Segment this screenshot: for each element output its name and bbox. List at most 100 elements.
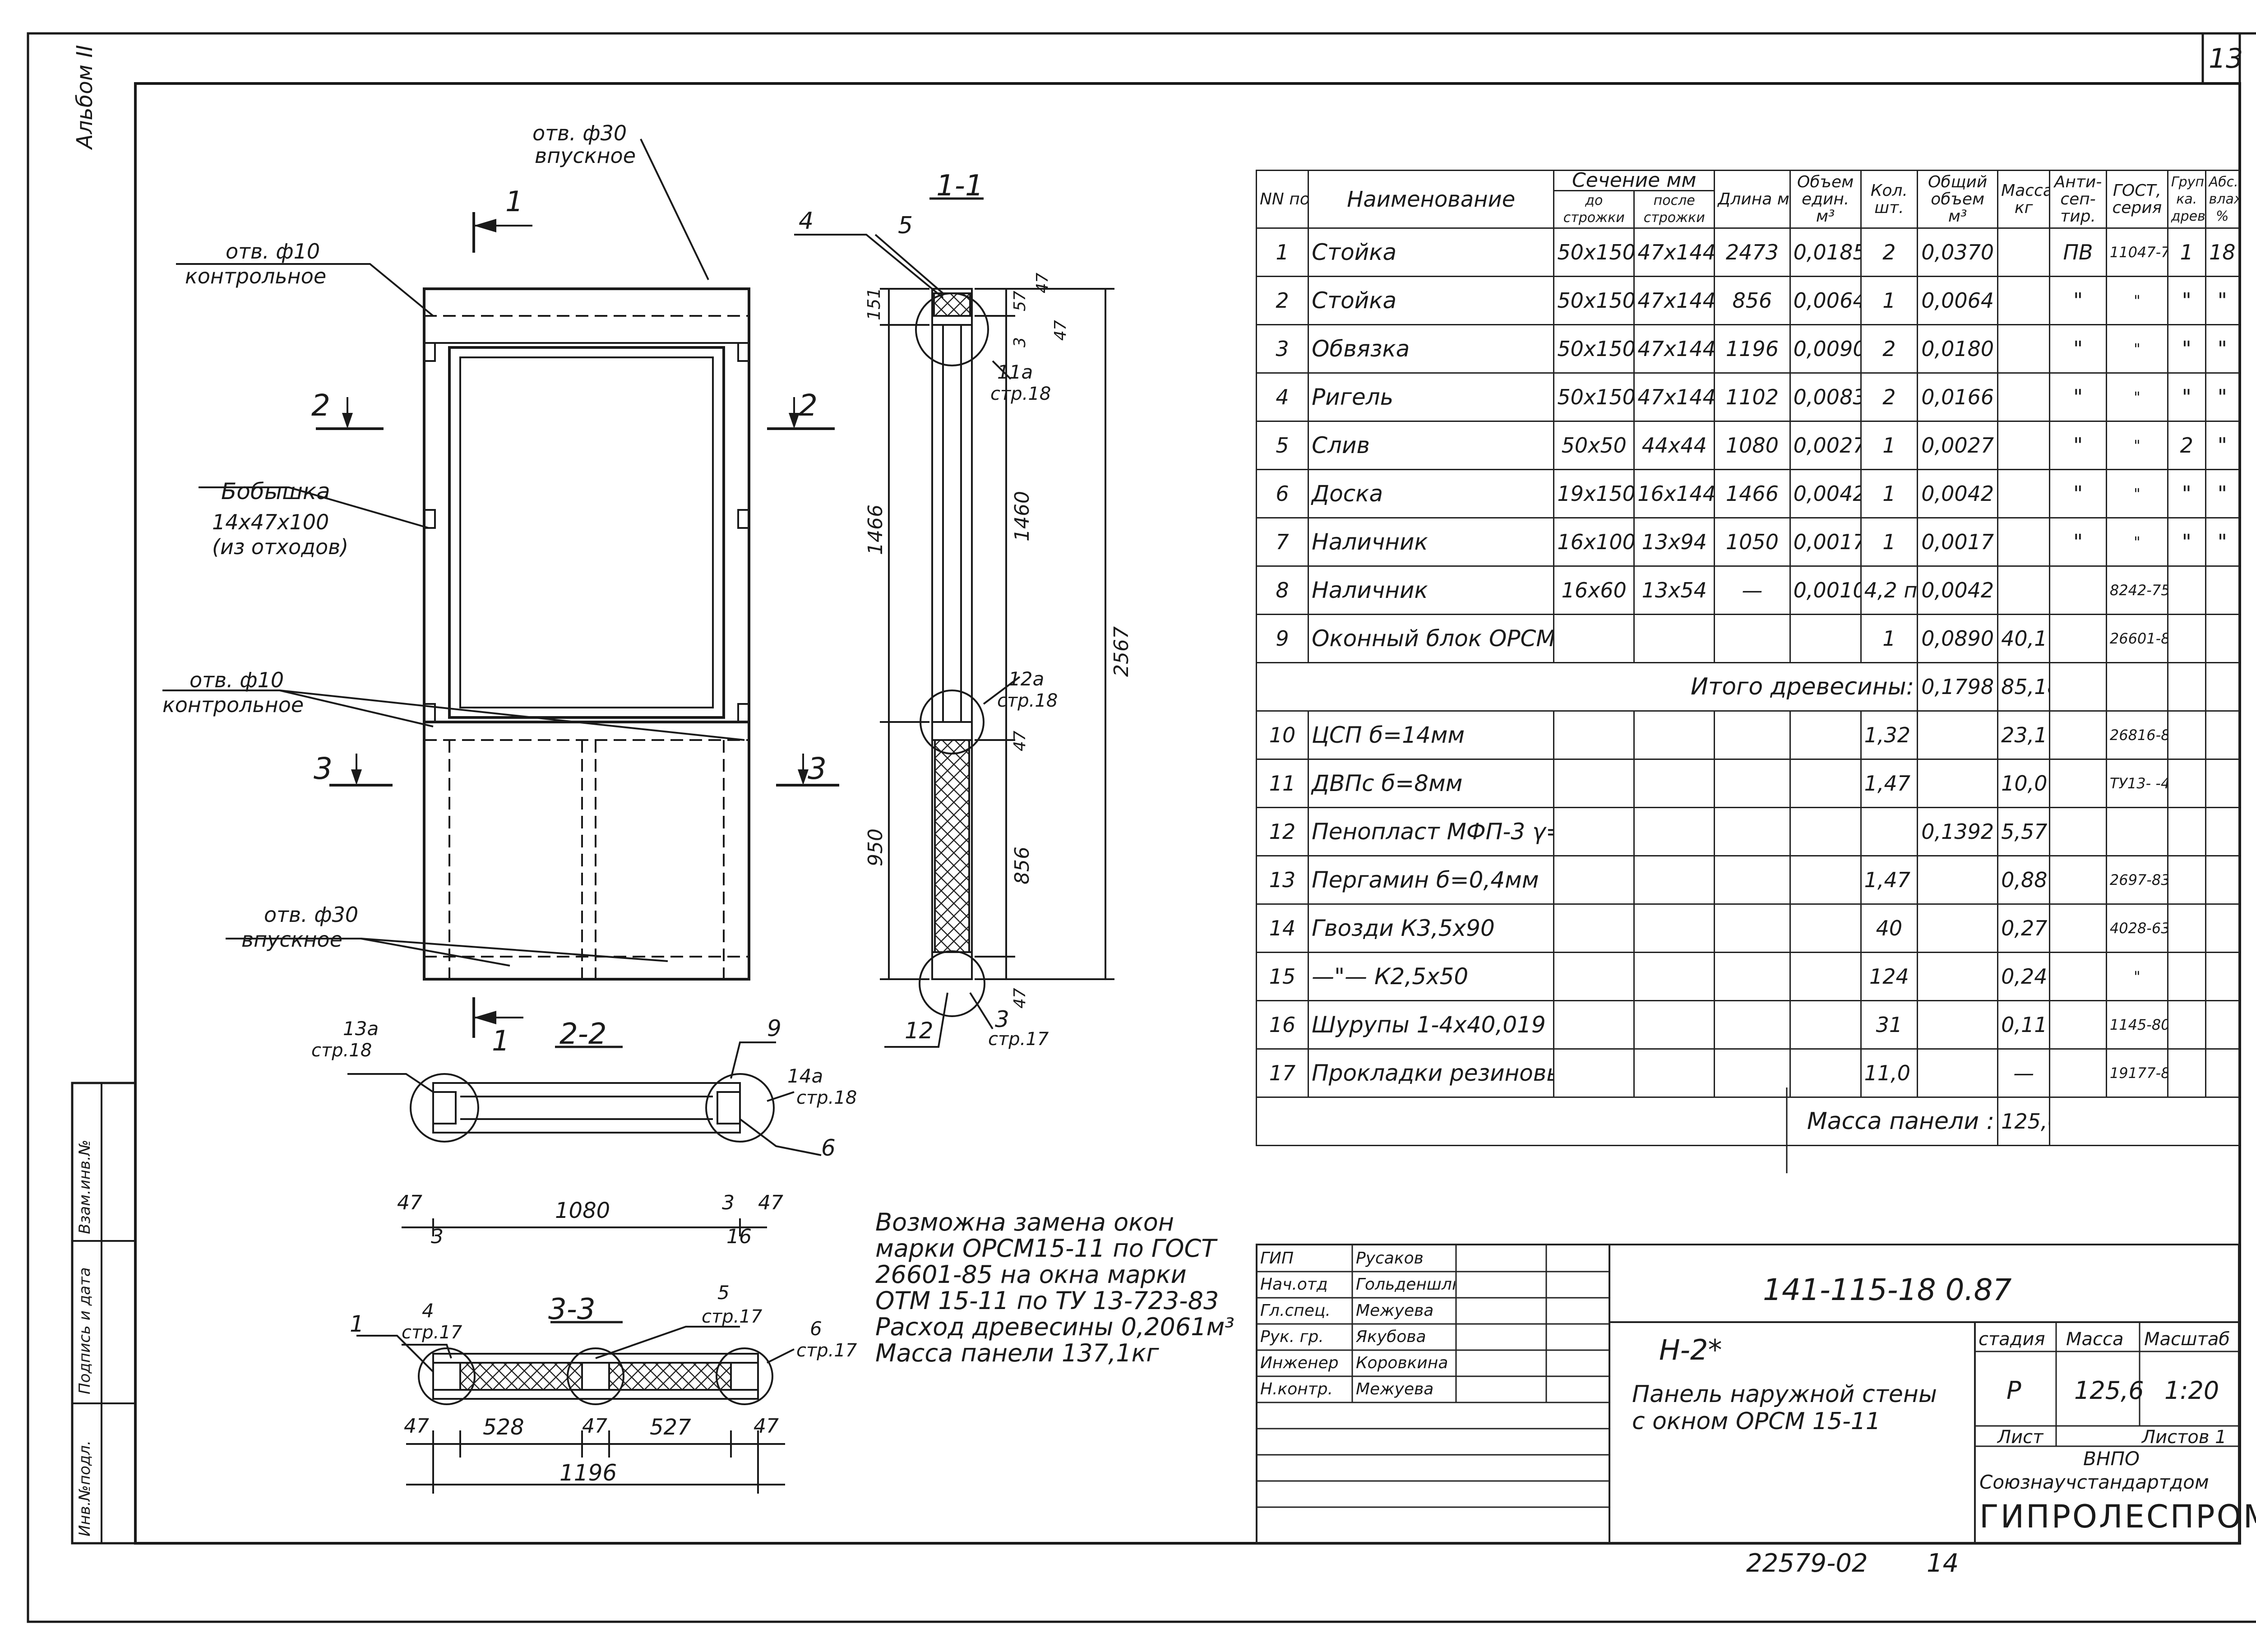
cell-mass: 0,11 <box>1997 1000 2051 1050</box>
dim-47-bot: 47 <box>1011 988 1029 1009</box>
s33-pos4-ref: стр.17 <box>402 1322 462 1343</box>
cell-before: 19х150 <box>1553 469 1635 518</box>
note-line-2: марки ОРСМ15-11 по ГОСТ <box>875 1234 1216 1263</box>
col-unit-vol: Объем един. м³ <box>1789 170 1862 229</box>
cut-mark-2-left: 2 <box>311 388 330 423</box>
cut-mark-2-right: 2 <box>799 388 818 423</box>
empty-cell <box>1553 903 1635 953</box>
title-block-role: Рук. гр. <box>1260 1328 1324 1346</box>
cell-num: 8 <box>1255 565 1309 615</box>
cell-unit-vol: 0,0017 <box>1789 517 1862 567</box>
cell-qty: 124 <box>1860 952 1919 1001</box>
cell-name: Прокладки резиновые ППР-40.К-10.300 <box>1308 1048 1555 1098</box>
s33-dim-47a: 47 <box>404 1415 429 1438</box>
cell-after: 13х54 <box>1633 565 1715 615</box>
col-qty: Кол. шт. <box>1860 170 1919 229</box>
s33-pos4: 4 <box>422 1300 434 1322</box>
cell-unit-vol: 0,0042 <box>1789 469 1862 518</box>
cell-gost: 1145-80 <box>2105 1000 2168 1050</box>
stage-value: Р <box>2006 1376 2021 1405</box>
sheet-label: Лист <box>1997 1427 2043 1448</box>
panel-title-1: Панель наружной стены <box>1632 1381 1937 1408</box>
dim-1460: 1460 <box>1011 491 1034 541</box>
cell-gost: 26601-85 <box>2105 614 2168 663</box>
cell-gost: " <box>2105 469 2168 518</box>
cell-total-vol <box>1917 855 1999 905</box>
s22-dim-3l: 3 <box>431 1225 444 1248</box>
cell-qty: 11,0 п.м <box>1860 1048 1919 1098</box>
cell-gost: 19177-81 <box>2105 1048 2168 1098</box>
label-boss-size: 14х47х100 <box>212 510 329 534</box>
cell-unit-vol: 0,0083 <box>1789 372 1862 422</box>
cell-before <box>1553 614 1635 663</box>
cell-gost: 4028-63 <box>2105 903 2168 953</box>
empty-cell <box>2205 662 2240 712</box>
s11-pos12: 12 <box>905 1018 934 1044</box>
cell-total-vol <box>1917 759 1999 808</box>
cell-total-vol: 0,0890 <box>1917 614 1999 663</box>
cell-name: ЦСП б=14мм <box>1308 710 1555 760</box>
cell-antisep: " <box>2049 469 2107 518</box>
label-hole10-top: отв. ф10 <box>226 239 320 264</box>
cell-gost <box>2105 807 2168 856</box>
s22-dim-1080: 1080 <box>555 1198 610 1223</box>
cell-antisep <box>2049 614 2107 663</box>
cell-gost: " <box>2105 952 2168 1001</box>
cut-mark-3-left: 3 <box>314 751 333 786</box>
col-antisep: Анти- сеп- тир. <box>2049 170 2107 229</box>
s22-dim-16: 16 <box>726 1225 752 1248</box>
cell-total-vol: 0,0042 <box>1917 469 1999 518</box>
cell-qty <box>1860 807 1919 856</box>
cell-gost: " <box>2105 421 2168 470</box>
empty-cell <box>2049 807 2107 856</box>
cell-qty: 1,47 м² <box>1860 855 1919 905</box>
cell-length: 1466 <box>1714 469 1791 518</box>
empty-cell <box>1553 952 1635 1001</box>
cell-num: 12 <box>1255 807 1309 856</box>
col-name: Наименование <box>1308 170 1555 229</box>
empty-cell <box>1714 1000 1791 1050</box>
cell-length: 1080 <box>1714 421 1791 470</box>
cell-humidity <box>2205 565 2240 615</box>
title-block-role: Нач.отд <box>1260 1275 1328 1294</box>
empty-cell <box>1633 1048 1715 1098</box>
cell-name: Ригель <box>1308 372 1555 422</box>
empty-cell <box>1553 807 1635 856</box>
cell-before: 50х150 <box>1553 227 1635 277</box>
title-block-role: ГИП <box>1260 1249 1294 1268</box>
cell-after: 16х144 <box>1633 469 1715 518</box>
empty-cell <box>2167 807 2206 856</box>
cell-num: 1 <box>1255 227 1309 277</box>
cell-qty: 2 <box>1860 227 1919 277</box>
cell-group: " <box>2167 469 2206 518</box>
section-title-2-2: 2-2 <box>559 1018 607 1051</box>
dim-856: 856 <box>1011 847 1034 884</box>
cell-qty: 31 <box>1860 1000 1919 1050</box>
s33-dim-528: 528 <box>483 1415 524 1440</box>
scale-value: 1:20 <box>2164 1376 2219 1405</box>
empty-cell <box>2205 855 2240 905</box>
cell-after: 47х144 <box>1633 324 1715 374</box>
cell-mass <box>1997 227 2051 277</box>
s33-pos5-ref: стр.17 <box>702 1306 763 1327</box>
title-block-person: Русаков <box>1356 1249 1424 1268</box>
cell-gost: " <box>2105 372 2168 422</box>
sheet-number: 13 <box>2209 43 2243 74</box>
empty-cell <box>2205 1000 2240 1050</box>
cell-num: 11 <box>1255 759 1309 808</box>
empty-cell <box>1714 952 1791 1001</box>
col-total-vol: Общий объем м³ <box>1917 170 1999 229</box>
cell-qty: 1 <box>1860 517 1919 567</box>
cell-total-vol <box>1917 903 1999 953</box>
s22-14a: 14а <box>787 1065 823 1087</box>
empty-cell <box>2205 710 2240 760</box>
cell-unit-vol: 0,0090 <box>1789 324 1862 374</box>
empty-cell <box>1789 952 1862 1001</box>
cell-qty: 1 <box>1860 421 1919 470</box>
cell-mass: 23,1 <box>1997 710 2051 760</box>
title-block-person: Межуева <box>1356 1380 1434 1398</box>
note-line-1: Возможна замена окон <box>875 1208 1174 1236</box>
